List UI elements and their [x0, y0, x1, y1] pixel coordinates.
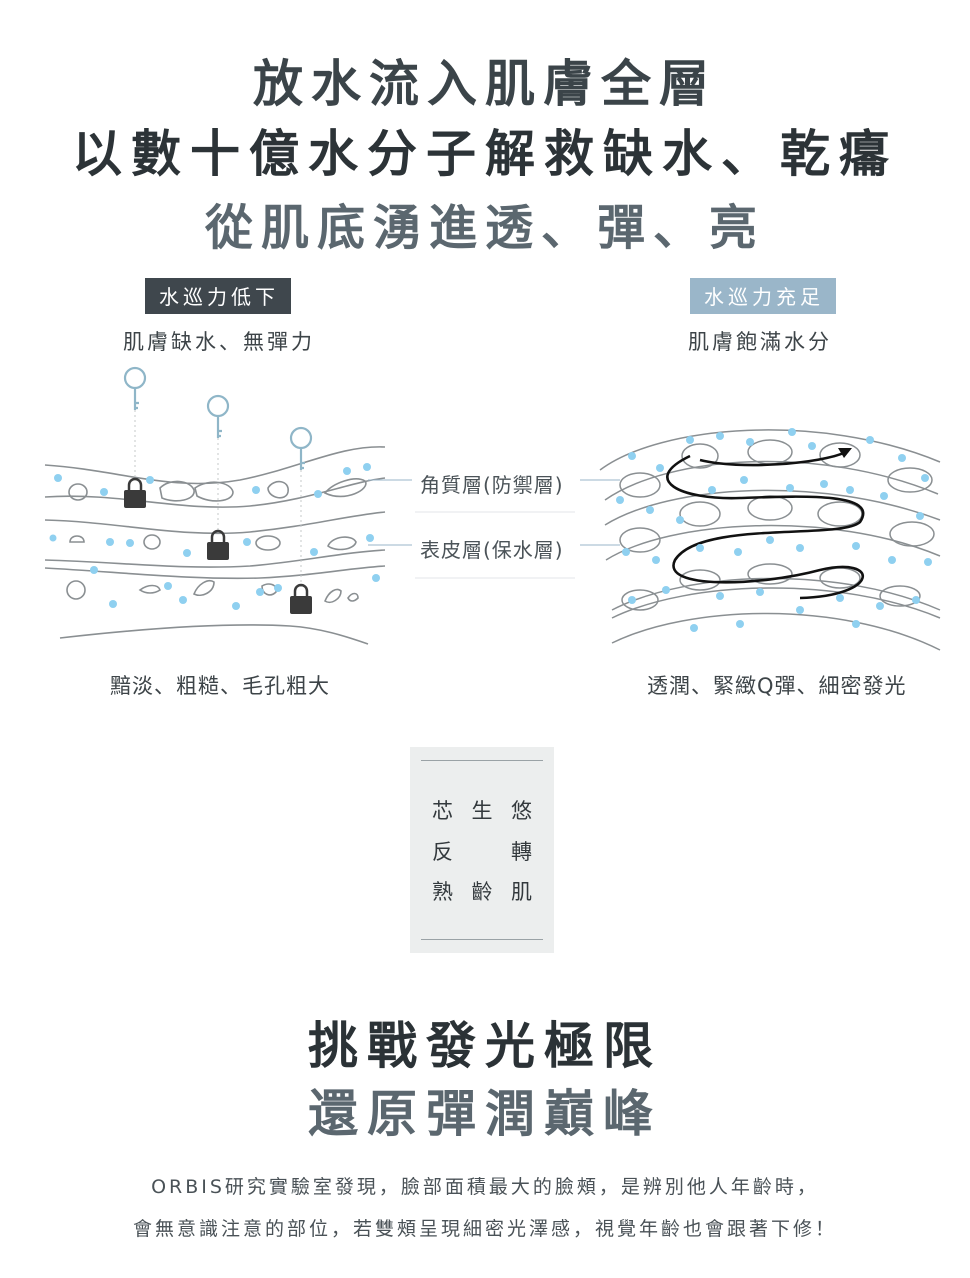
subheadline-line-2: 還原彈潤巔峰 — [308, 1085, 662, 1143]
slogan-box: 芯 生 悠 反 轉 熟 齡 肌 — [410, 747, 554, 953]
left-panel-result: 黯淡、粗糙、毛孔粗大 — [110, 674, 330, 698]
box-row-3: 熟 齡 肌 — [432, 876, 532, 906]
box-char: 轉 — [511, 840, 532, 864]
layer-label-stratum-corneum: 角質層(防禦層) — [420, 473, 564, 497]
box-row-1: 芯 生 悠 — [432, 795, 532, 825]
box-bottom-rule — [421, 939, 543, 940]
headline-line-3: 從肌底湧進透、彈、亮 — [204, 200, 765, 256]
box-top-rule — [421, 760, 543, 761]
layer-label-epidermis: 表皮層(保水層) — [420, 538, 564, 562]
right-panel-result: 透潤、緊緻Q彈、細密發光 — [647, 674, 907, 698]
right-panel-subtitle: 肌膚飽滿水分 — [688, 330, 832, 354]
headline-line-1: 放水流入肌膚全層 — [253, 55, 717, 113]
box-char: 悠 — [511, 799, 532, 823]
box-row-2: 反 轉 — [432, 836, 532, 866]
left-panel-tag: 水巡力低下 — [145, 278, 291, 314]
body-text-line-1: ORBIS研究實驗室發現，臉部面積最大的臉頰，是辨別他人年齡時， — [151, 1176, 819, 1198]
box-char: 生 — [471, 799, 493, 823]
box-char: 反 — [432, 840, 453, 864]
box-char: 芯 — [432, 799, 453, 823]
headline-line-2: 以數十億水分子解救缺水、乾癟 — [72, 125, 898, 183]
right-panel-tag: 水巡力充足 — [690, 278, 836, 314]
box-char: 熟 — [432, 880, 453, 904]
left-panel-subtitle: 肌膚缺水、無彈力 — [123, 330, 315, 354]
box-char: 齡 — [471, 880, 493, 904]
subheadline-line-1: 挑戰發光極限 — [308, 1017, 662, 1075]
body-text-line-2: 會無意識注意的部位，若雙頰呈現細密光澤感，視覺年齡也會跟著下修！ — [132, 1218, 837, 1240]
box-char: 肌 — [511, 880, 532, 904]
